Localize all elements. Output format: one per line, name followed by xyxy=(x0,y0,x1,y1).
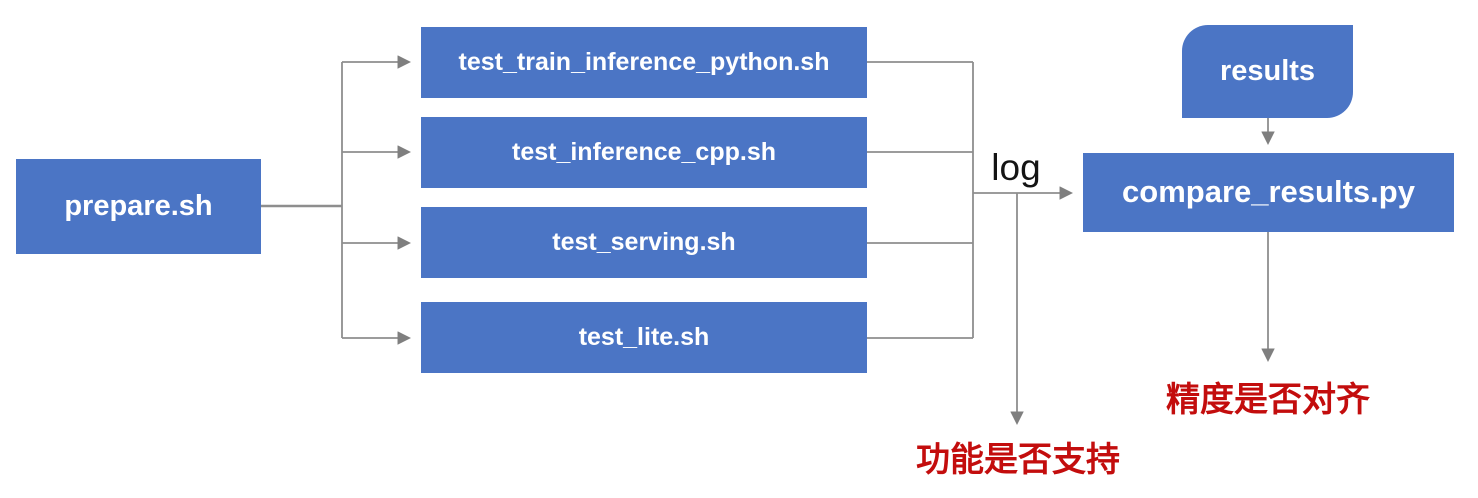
edge-label-log: log xyxy=(991,147,1041,188)
node-prepare-sh: prepare.sh xyxy=(16,159,261,254)
node-test-serving-sh: test_serving.sh xyxy=(421,207,867,278)
node-test-lite-sh: test_lite.sh xyxy=(421,302,867,373)
node-test-inference-cpp-sh: test_inference_cpp.sh xyxy=(421,117,867,188)
annotation-precision-aligned: 精度是否对齐 xyxy=(1166,381,1370,419)
node-results: results xyxy=(1182,25,1353,118)
node-test-train-inference-python-sh: test_train_inference_python.sh xyxy=(421,27,867,98)
annotation-function-support: 功能是否支持 xyxy=(916,441,1120,479)
node-compare-results-py: compare_results.py xyxy=(1083,153,1454,232)
